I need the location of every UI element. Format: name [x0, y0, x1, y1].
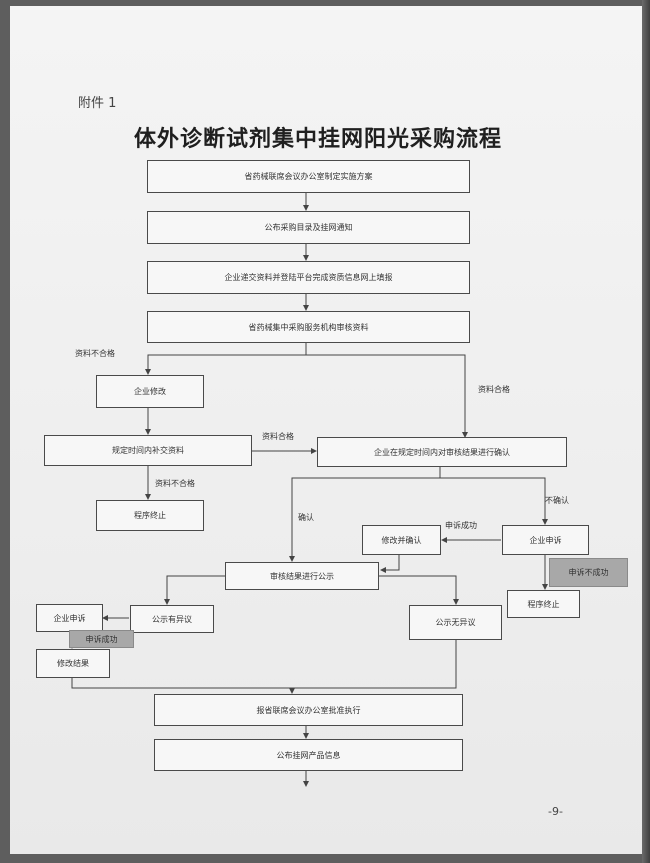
page-edge-shadow: [642, 0, 650, 863]
step-modify-confirm: 修改并确认: [362, 525, 441, 555]
step-publish-catalog: 公布采购目录及挂网通知: [147, 211, 470, 244]
step-resubmit-materials: 规定时间内补交资料: [44, 435, 252, 466]
step-objection: 公示有异议: [130, 605, 214, 633]
label-confirm: 确认: [298, 513, 314, 522]
label-materials-qualified-2: 资料合格: [262, 432, 294, 441]
step-review-materials: 省药械集中采购服务机构审核资料: [147, 311, 470, 343]
document-title: 体外诊断试剂集中挂网阳光采购流程: [134, 127, 503, 152]
step-appeal-successful: 申诉成功: [69, 630, 134, 648]
label-materials-unqualified-2: 资料不合格: [155, 479, 195, 488]
label-materials-qualified-1: 资料合格: [478, 385, 510, 394]
attachment-label: 附件 1: [78, 96, 117, 111]
step-terminate-1: 程序终止: [96, 500, 204, 531]
step-publicize-results: 审核结果进行公示: [225, 562, 379, 590]
step-publish-product-info: 公布挂网产品信息: [154, 739, 463, 771]
step-terminate-2: 程序终止: [507, 590, 580, 618]
step-implementation-plan: 省药械联席会议办公室制定实施方案: [147, 160, 470, 193]
page-number: -9-: [548, 805, 563, 818]
step-enterprise-appeal-right: 企业申诉: [502, 525, 589, 555]
step-enterprise-appeal-left: 企业申诉: [36, 604, 103, 632]
step-submit-materials: 企业递交资料并登陆平台完成资质信息网上填报: [147, 261, 470, 294]
step-no-objection: 公示无异议: [409, 605, 502, 640]
step-approve-execute: 报省联席会议办公室批准执行: [154, 694, 463, 726]
step-appeal-unsuccessful: 申诉不成功: [549, 558, 628, 587]
label-not-confirm: 不确认: [545, 496, 569, 505]
label-appeal-successful: 申诉成功: [445, 521, 477, 530]
step-confirm-results: 企业在规定时间内对审核结果进行确认: [317, 437, 567, 467]
step-modify-results: 修改结果: [36, 649, 110, 678]
label-materials-unqualified-1: 资料不合格: [75, 349, 115, 358]
step-enterprise-revise: 企业修改: [96, 375, 204, 408]
